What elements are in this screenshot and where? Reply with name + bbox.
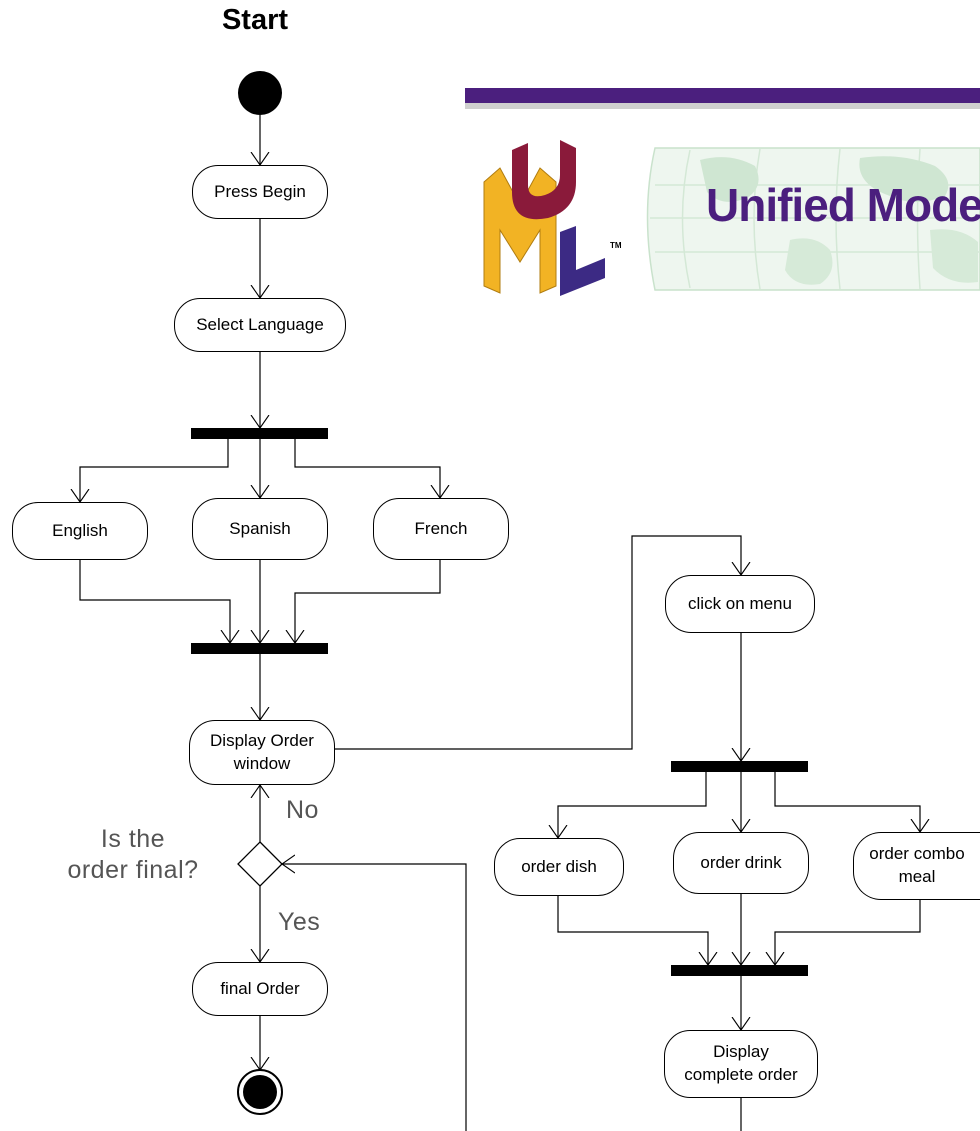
edge-fork-french [294, 439, 440, 498]
action-order-drink: order drink [673, 832, 809, 894]
action-press-begin: Press Begin [192, 165, 328, 219]
trademark: TM [610, 241, 622, 250]
logo-l [560, 226, 605, 296]
fork-bar-language [191, 428, 328, 439]
banner-title: Unified Model [706, 179, 980, 231]
edge-dish-join [557, 896, 708, 965]
uml-logo: TM [483, 140, 622, 296]
decision-yes-label: Yes [278, 908, 321, 936]
uml-banner: TM [465, 88, 980, 296]
action-order-dish: order dish [494, 838, 624, 896]
banner-bar [465, 88, 980, 103]
edge-display-menu [335, 535, 741, 750]
start-title: Start [221, 4, 289, 36]
action-select-language: Select Language [174, 298, 346, 352]
action-final-order: final Order [192, 962, 328, 1016]
decision-no-label: No [286, 796, 319, 824]
final-node [237, 1069, 283, 1115]
edge-english-join [79, 560, 230, 643]
action-display-complete-order: Display complete order [664, 1030, 818, 1098]
join-bar-language [191, 643, 328, 654]
banner-bar-shadow [465, 103, 980, 109]
edge-fork-dish [558, 772, 707, 838]
edge-fork-combo [774, 772, 920, 832]
action-order-combo-meal: order combo meal [853, 832, 980, 900]
join-bar-order [671, 965, 808, 976]
action-french: French [373, 498, 509, 560]
decision-node [237, 841, 283, 887]
fork-bar-order [671, 761, 808, 772]
edge-fork-english [80, 439, 229, 502]
initial-node [238, 71, 282, 115]
logo-u [512, 140, 576, 220]
action-display-order-window: Display Order window [189, 720, 335, 785]
globe-strip [646, 147, 980, 291]
action-spanish: Spanish [192, 498, 328, 560]
edge-combo-join [775, 900, 921, 965]
decision-question: Is the order final? [67, 825, 199, 885]
action-english: English [12, 502, 148, 560]
edge-return-decision [282, 864, 467, 1131]
edge-french-join [295, 560, 441, 643]
action-click-on-menu: click on menu [665, 575, 815, 633]
